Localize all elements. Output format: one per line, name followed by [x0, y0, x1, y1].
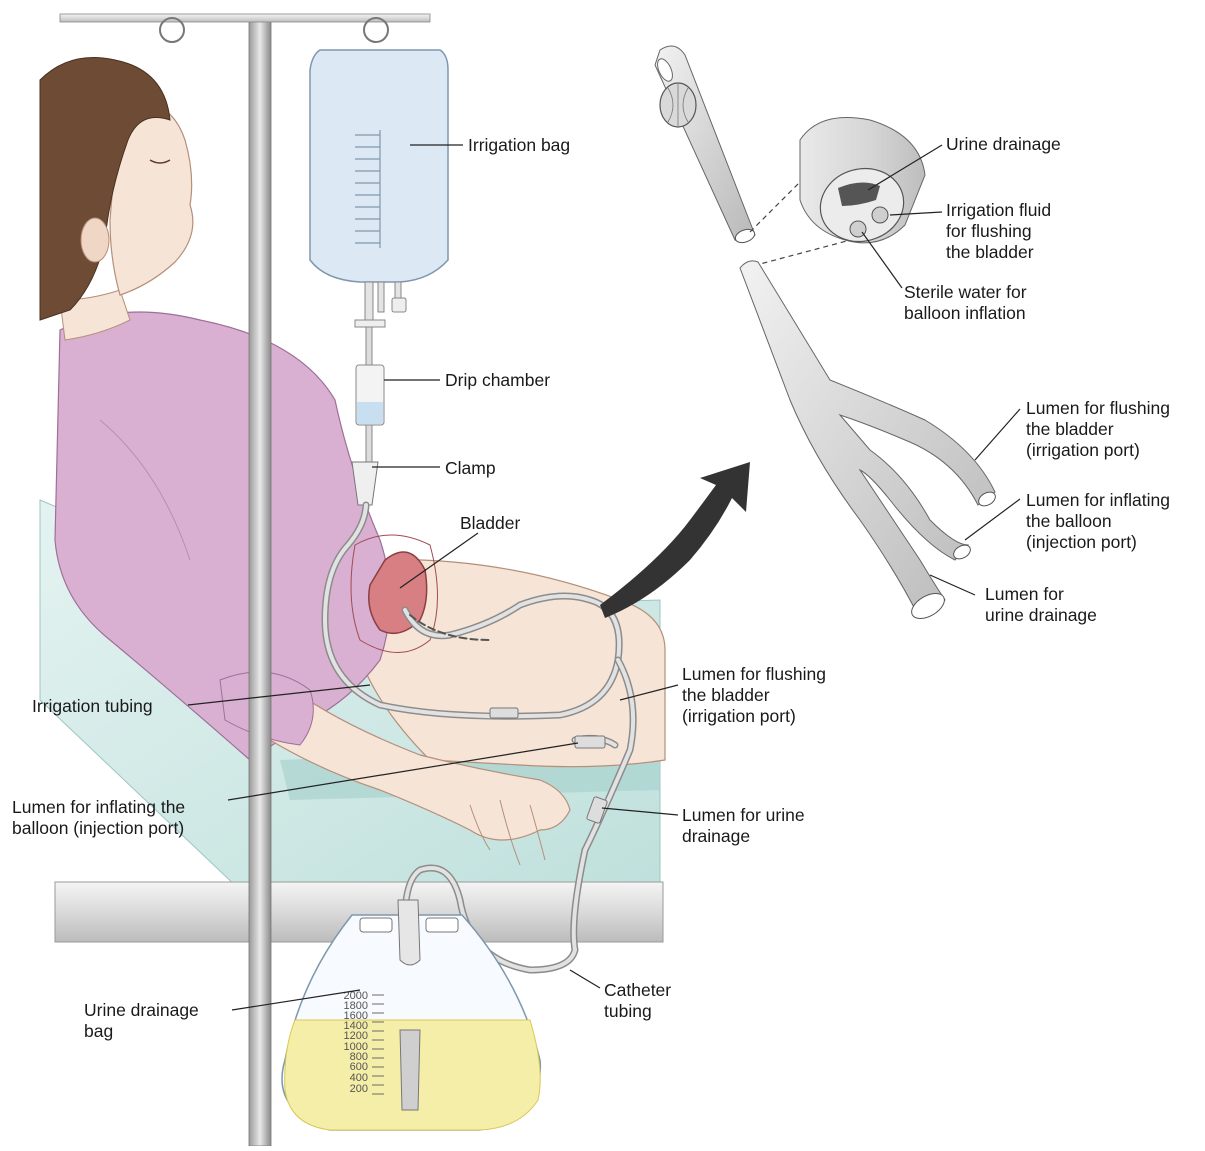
curved-arrow-icon [600, 462, 750, 618]
label-line: the bladder [946, 242, 1051, 263]
injection-port [575, 736, 605, 748]
zoom-line-2 [745, 238, 858, 268]
label-irrigation-tubing: Irrigation tubing [32, 696, 153, 717]
label-line: Catheter [604, 980, 671, 1001]
label-line: Lumen for inflating the [12, 797, 185, 818]
label-line: for flushing [946, 221, 1051, 242]
label-irrigation-fluid: Irrigation fluid for flushing the bladde… [946, 200, 1051, 263]
label-line: bag [84, 1021, 199, 1042]
label-line: the balloon [1026, 511, 1170, 532]
label-line: balloon inflation [904, 303, 1027, 324]
label-inflate-lumen-main: Lumen for inflating the balloon (injecti… [12, 797, 185, 839]
label-catheter-tubing: Catheter tubing [604, 980, 671, 1022]
zoom-line-1 [750, 176, 806, 232]
label-line: Lumen for flushing [1026, 398, 1170, 419]
label-sterile-water: Sterile water for balloon inflation [904, 282, 1027, 324]
label-line: tubing [604, 1001, 671, 1022]
label-line: urine drainage [985, 605, 1097, 626]
label-line: Irrigation fluid [946, 200, 1051, 221]
label-bladder: Bladder [460, 513, 520, 534]
label-line: (irrigation port) [682, 706, 826, 727]
label-line: drainage [682, 826, 805, 847]
label-line: Urine drainage [84, 1000, 199, 1021]
label-line: the bladder [1026, 419, 1170, 440]
label-urine-lumen-detail: Lumen for urine drainage [985, 584, 1097, 626]
label-urine-bag: Urine drainage bag [84, 1000, 199, 1042]
label-flush-lumen-detail: Lumen for flushing the bladder (irrigati… [1026, 398, 1170, 461]
label-line: balloon (injection port) [12, 818, 185, 839]
irrigation-connector [490, 708, 518, 718]
label-line: Lumen for inflating [1026, 490, 1170, 511]
scale-label: 200 [350, 1083, 368, 1095]
label-line: Lumen for flushing [682, 664, 826, 685]
label-line: Lumen for [985, 584, 1097, 605]
cross-section [800, 118, 925, 251]
label-clamp: Clamp [445, 458, 496, 479]
label-line: (irrigation port) [1026, 440, 1170, 461]
label-line: Lumen for urine [682, 805, 805, 826]
label-line: the bladder [682, 685, 826, 706]
irrigation-bag [310, 50, 448, 327]
label-inflate-lumen-detail: Lumen for inflating the balloon (injecti… [1026, 490, 1170, 553]
label-flush-lumen-main: Lumen for flushing the bladder (irrigati… [682, 664, 826, 727]
label-line: (injection port) [1026, 532, 1170, 553]
label-drip-chamber: Drip chamber [445, 370, 550, 391]
drip-chamber [356, 327, 384, 465]
label-urine-lumen-main: Lumen for urine drainage [682, 805, 805, 847]
label-line: Sterile water for [904, 282, 1027, 303]
label-urine-drainage: Urine drainage [946, 134, 1061, 155]
catheter-tip [654, 46, 756, 245]
label-irrigation-bag: Irrigation bag [468, 135, 570, 156]
